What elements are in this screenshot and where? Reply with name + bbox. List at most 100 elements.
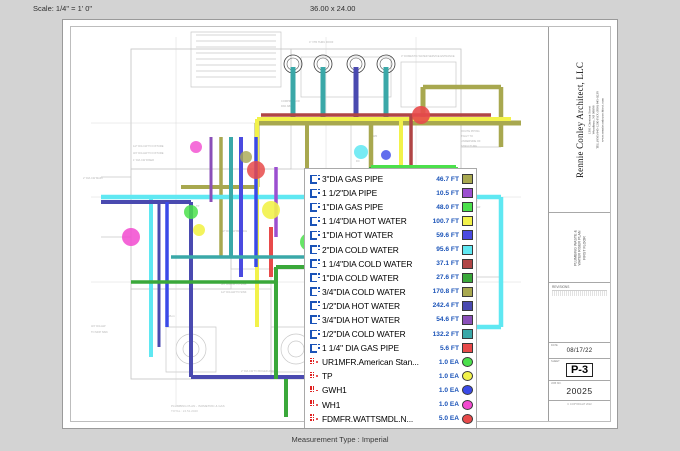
pipe-icon [309, 174, 321, 185]
svg-text:2" DIA CW TO BOILER AND: 2" DIA CW TO BOILER AND [241, 369, 274, 373]
legend-quantity: 242.4 FT [432, 302, 459, 310]
svg-text:1/2" DIA HW TO SINK: 1/2" DIA HW TO SINK [221, 290, 247, 294]
legend-quantity: 54.6 FT [436, 316, 459, 324]
firm-name: Rennie Conley Architect, LLC [574, 61, 585, 178]
plan-caption: PLUMBING PLAN - ISOMETRIC & GAS [171, 404, 225, 408]
legend-row[interactable]: 3"DIA GAS PIPE 46.7 FT [309, 172, 473, 186]
plan-caption-scale: TOTAL : 24.51.2020 [171, 409, 198, 413]
legend-label: UR1MFR.American Stan... [322, 357, 419, 368]
pipe-icon [309, 272, 321, 283]
svg-text:STRUCTURE: STRUCTURE [461, 144, 477, 148]
legend-label: 1 1/4" DIA GAS PIPE [322, 343, 399, 354]
legend-label: 1 1/2"DIA PIPE [322, 188, 378, 199]
legend-label: 3/4"DIA COLD WATER [322, 286, 406, 297]
fixture-icon [309, 357, 321, 368]
title-block-project: PLUMBING WASTE & WATER RISER PLAN FIRST … [549, 213, 610, 283]
pipe-icon [309, 258, 321, 269]
title-block-job-number: JOB NO. 20025 [549, 381, 610, 401]
legend-row[interactable]: 1"DIA COLD WATER 27.6 FT [309, 271, 473, 285]
legend-quantity: 132.2 FT [432, 330, 459, 338]
legend-row[interactable]: FDMFR.WATTSMDL.N...5.0 EA [309, 412, 473, 426]
sheet-label: SHEET [551, 360, 560, 363]
legend-label: 3"DIA GAS PIPE [322, 174, 384, 185]
legend-color-swatch [462, 174, 473, 185]
pipe-icon [309, 202, 321, 213]
revision-row [552, 294, 607, 295]
pipe-icon [309, 244, 321, 255]
firm-address: 1301 Chestnut Street Woodbury, NJ 08096 … [587, 90, 604, 149]
svg-text:UNDERSIDE OF: UNDERSIDE OF [461, 139, 481, 143]
legend-row[interactable]: 2"DIA COLD WATER 95.6 FT [309, 242, 473, 256]
legend-color-swatch [462, 357, 473, 368]
pipe-icon [309, 314, 321, 325]
title-block-sheet-number: SHEET P-3 [549, 359, 610, 381]
pipe-icon [309, 343, 321, 354]
legend-label: 1 1/4"DIA COLD WATER [322, 258, 413, 269]
svg-text:COMPRESSOR: COMPRESSOR [281, 99, 300, 103]
revision-row [552, 295, 607, 296]
drawing-sheet[interactable]: 1/2" DIA CW TO FIXTURE 3/4" DIA HW TO FI… [62, 19, 618, 429]
pipe-icon [309, 329, 321, 340]
legend-label: 1"DIA HOT WATER [322, 230, 394, 241]
legend-color-swatch [462, 300, 473, 311]
copyright-note: C COPYRIGHT 2022 [567, 403, 592, 406]
legend-row[interactable]: 1 1/4"DIA COLD WATER 37.1 FT [309, 257, 473, 271]
revision-row [552, 291, 607, 292]
legend-row[interactable]: 1 1/4" DIA GAS PIPE 5.6 FT [309, 341, 473, 355]
svg-text:GWH-1: GWH-1 [166, 314, 175, 318]
svg-text:ROUTE PIPING: ROUTE PIPING [461, 129, 480, 133]
job-number: 20025 [566, 385, 593, 396]
scale-label: Scale: 1/4" = 1' 0" [33, 4, 93, 13]
title-block: Rennie Conley Architect, LLC 1301 Chestn… [548, 27, 610, 421]
legend-color-swatch [462, 413, 473, 424]
legend-color-swatch [462, 272, 473, 283]
fixture-icon [309, 399, 321, 410]
svg-text:1" DIA CW RISER: 1" DIA CW RISER [133, 158, 154, 162]
legend-quantity: 27.6 FT [436, 274, 459, 282]
legend-label: TP [322, 371, 333, 382]
svg-text:3/4" DIA CW TO SINK: 3/4" DIA CW TO SINK [221, 282, 247, 286]
legend-row[interactable]: UR1MFR.American Stan...1.0 EA [309, 355, 473, 369]
revision-row [552, 293, 607, 294]
fixture-icon [309, 385, 321, 396]
legend-color-swatch [462, 329, 473, 340]
svg-text:TP: TP [196, 204, 200, 208]
svg-text:TIGHT TO: TIGHT TO [461, 134, 473, 138]
revision-row [552, 292, 607, 293]
legend-quantity: 100.7 FT [432, 217, 459, 225]
svg-text:1/2" DIA CW TO FIXTURE: 1/2" DIA CW TO FIXTURE [133, 144, 164, 148]
sheet-size-label: 36.00 x 24.00 [310, 4, 356, 13]
legend-color-swatch [462, 216, 473, 227]
title-block-firm: Rennie Conley Architect, LLC 1301 Chestn… [549, 27, 610, 213]
svg-text:HWR: HWR [371, 134, 377, 138]
legend-quantity: 1.0 EA [438, 386, 459, 394]
svg-text:3/4" DIA HW TO FIXTURE: 3/4" DIA HW TO FIXTURE [133, 151, 164, 155]
legend-quantity: 95.6 FT [436, 246, 459, 254]
legend-color-swatch [462, 202, 473, 213]
legend-label: 3/4"DIA HOT WATER [322, 314, 400, 325]
legend-row[interactable]: SS21.0 EA [309, 426, 473, 428]
legend-quantity: 46.7 FT [436, 175, 459, 183]
legend-quantity: 5.6 FT [439, 344, 459, 352]
pipe-icon [309, 286, 321, 297]
svg-text:2" DIA CW MAIN: 2" DIA CW MAIN [83, 176, 103, 180]
legend-row[interactable]: 3/4"DIA HOT WATER 54.6 FT [309, 313, 473, 327]
legend-quantity: 37.1 FT [436, 260, 459, 268]
sheet-number: P-3 [565, 362, 594, 377]
legend-color-swatch [462, 230, 473, 241]
legend-label: 2"DIA COLD WATER [322, 244, 399, 255]
svg-text:4" VTR THRU ROOF: 4" VTR THRU ROOF [309, 40, 334, 44]
legend-label: 1"DIA COLD WATER [322, 272, 399, 283]
legend-quantity: 48.0 FT [436, 203, 459, 211]
